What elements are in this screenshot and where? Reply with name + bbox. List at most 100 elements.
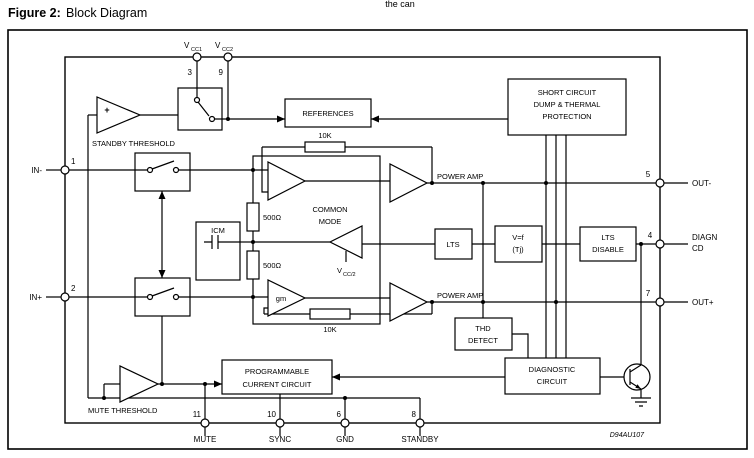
short-circuit-label-1: SHORT CIRCUIT (538, 88, 597, 97)
vf-box (494, 225, 543, 263)
vcc-half-label: V (337, 266, 342, 275)
wire-feedback-top-in (261, 147, 268, 193)
pin-9-vcc2 (223, 52, 233, 62)
gnd-label: GND (336, 435, 354, 444)
supply-switch-contact-b (208, 115, 216, 123)
diagnostic-label-2: CIRCUIT (537, 377, 568, 386)
power-amp-label-top: POWER AMP (437, 172, 483, 181)
pcc-label-1: PROGRAMMABLE (245, 367, 309, 376)
supply-switch-box (177, 87, 223, 131)
output-transistor (623, 363, 651, 407)
short-circuit-box (507, 78, 627, 136)
pin-7-out-plus (655, 297, 665, 307)
input-switch2-contact-a (146, 293, 154, 301)
pin-7-number: 7 (646, 289, 651, 298)
wire-feedback-bottom-in (263, 307, 268, 314)
gm-label: gm (276, 294, 286, 303)
wire-thd-to-diag (512, 333, 529, 358)
arrow-into-pcc-left (214, 380, 222, 388)
wire-bottom-pin-stubs (204, 427, 421, 436)
comparator-plus: + (104, 105, 109, 115)
sync-label: SYNC (269, 435, 291, 444)
wires (46, 61, 688, 436)
common-mode-amp-triangle (328, 225, 363, 259)
input-switch1-contact-b (172, 166, 180, 174)
diagnostic-label-1: DIAGNOSTIC (529, 365, 576, 374)
blocks (96, 78, 637, 403)
pin-4-number: 4 (648, 231, 653, 240)
junction-dots (102, 117, 643, 400)
pin-6-gnd (340, 418, 350, 428)
input-switch2-contact-b (172, 293, 180, 301)
pin-circles (60, 52, 665, 428)
references-label: REFERENCES (302, 109, 353, 118)
lts-disable-box (579, 226, 637, 262)
references-box (284, 98, 372, 128)
diagn-label-1: DIAGN (692, 233, 718, 242)
diagn-label-2: CD (692, 244, 704, 253)
ground-symbol (631, 397, 651, 407)
resistor-500-top-label: 500Ω (263, 213, 282, 222)
in-plus-label: IN+ (29, 293, 42, 302)
arrow-into-references-left (277, 115, 285, 123)
mute-label: MUTE (194, 435, 217, 444)
pin-5-number: 5 (646, 170, 651, 179)
pin-2-number: 2 (71, 284, 76, 293)
lts-label: LTS (446, 240, 459, 249)
pin-1-in-minus (60, 165, 70, 175)
pin-3-vcc1 (192, 52, 202, 62)
short-circuit-label-2: DUMP & THERMAL (534, 100, 601, 109)
page-text-fragment: the can (385, 0, 415, 9)
pin-8-number: 8 (412, 410, 417, 419)
pin-11-number: 11 (193, 410, 202, 419)
resistor-10k-top-label: 10K (318, 131, 331, 140)
power-amp-triangle-bottom (389, 282, 429, 322)
vcc2-sub: CC2 (222, 47, 233, 53)
standby-label: STANDBY (401, 435, 439, 444)
pin-1-number: 1 (71, 157, 76, 166)
pin-3-number: 3 (188, 68, 193, 77)
standby-threshold-comparator (96, 96, 142, 134)
pin-8-standby (415, 418, 425, 428)
thd-label-2: DETECT (468, 336, 498, 345)
out-plus-label: OUT+ (692, 298, 714, 307)
labels: V CC1 V CC2 3 9 1 2 IN- IN+ 5 OUT- 4 DIA… (29, 41, 717, 444)
mute-threshold-comparator (119, 365, 160, 403)
common-mode-label-1: COMMON (313, 205, 348, 214)
vcc1-sub: CC1 (191, 47, 202, 53)
lts-disable-label-1: LTS (601, 233, 614, 242)
switch-symbols (135, 88, 240, 301)
drawing-code: D94AU107 (610, 432, 645, 439)
icm-capacitor-symbol (204, 235, 240, 249)
input-amp-triangle (267, 161, 307, 201)
pin-6-number: 6 (337, 410, 342, 419)
common-mode-label-2: MODE (319, 217, 342, 226)
arrow-switch-control-up (158, 191, 166, 199)
figure-label: Figure 2: (8, 6, 61, 20)
pin-11-mute (200, 418, 210, 428)
wire-right-pin-stubs (664, 182, 688, 303)
power-amp-label-bottom: POWER AMP (437, 291, 483, 300)
pin-9-number: 9 (219, 68, 224, 77)
resistor-500-top (246, 202, 260, 232)
icm-label: ICM (211, 226, 225, 235)
input-switch-box-1 (134, 152, 191, 192)
pin-2-in-plus (60, 292, 70, 302)
pin-10-sync (275, 418, 285, 428)
supply-switch-symbol (196, 88, 222, 120)
arrowheads (158, 115, 379, 388)
gm-amp-triangle (267, 279, 307, 317)
resistor-500-bottom (246, 250, 260, 280)
pcc-label-2: CURRENT CIRCUIT (242, 380, 311, 389)
pin-10-number: 10 (267, 410, 276, 419)
thd-detect-box (454, 317, 513, 351)
lts-box (434, 228, 473, 260)
short-circuit-label-3: PROTECTION (542, 112, 591, 121)
vcc1-label: V (184, 41, 190, 50)
resistor-10k-bottom (309, 308, 351, 320)
vcc2-label: V (215, 41, 221, 50)
resistor-10k-bottom-label: 10K (323, 325, 336, 334)
pcc-box (221, 359, 333, 395)
arrow-into-pcc-right (332, 373, 340, 381)
